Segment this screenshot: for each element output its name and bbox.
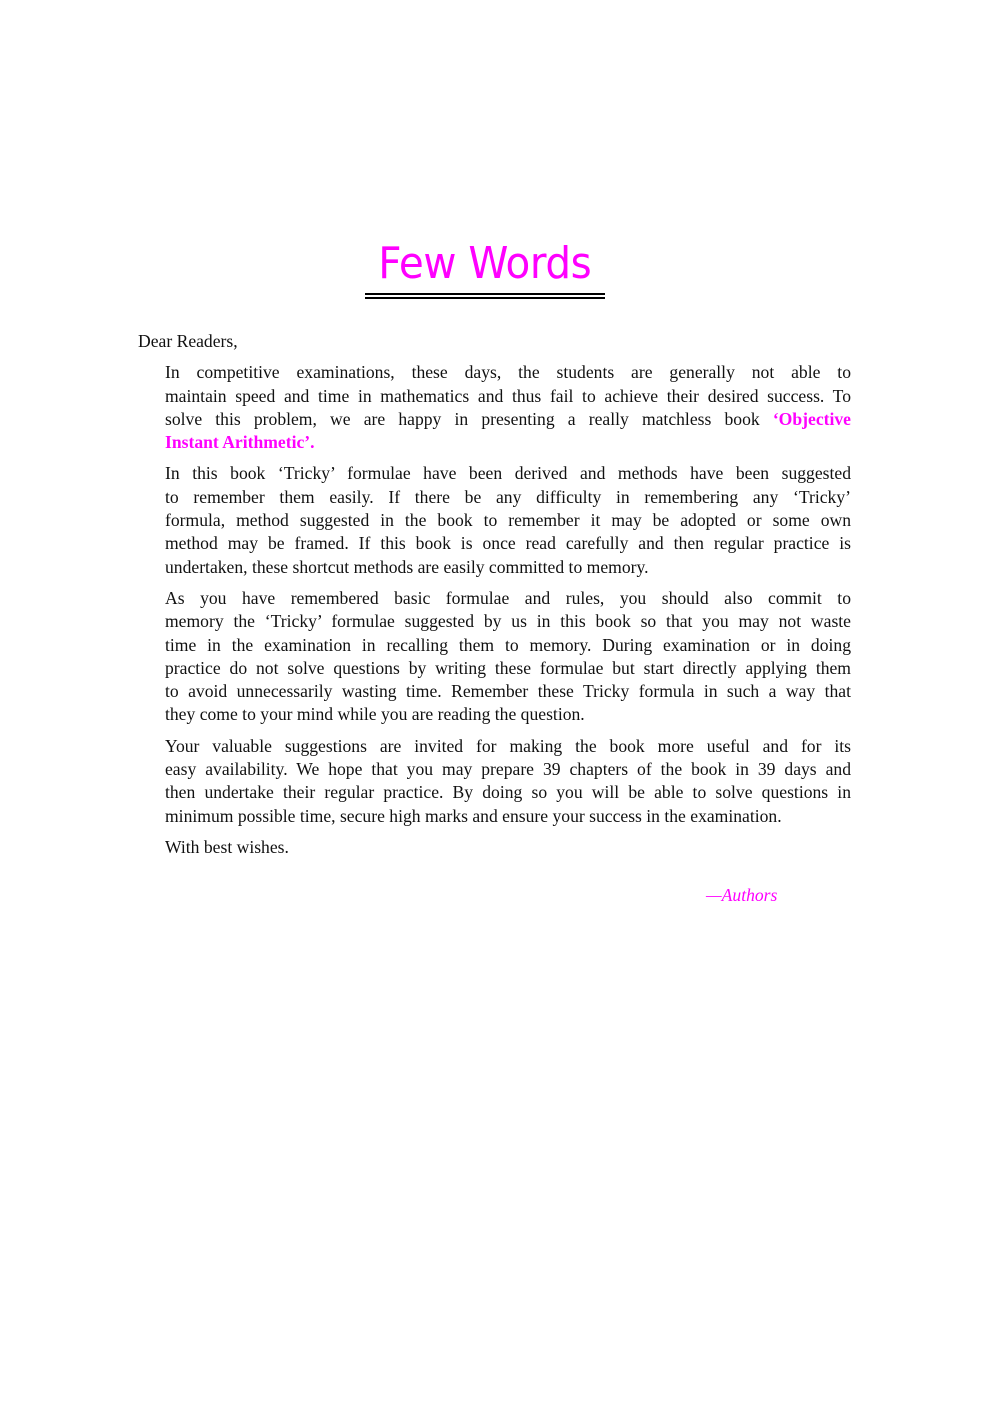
- paragraph-line: to avoid unnecessarily wasting time. Rem…: [165, 681, 851, 702]
- book-title-highlight: Instant Arithmetic’.: [165, 432, 315, 453]
- paragraph-line: In competitive examinations, these days,…: [165, 362, 851, 383]
- paragraph-1: In competitive examinations, these days,…: [138, 361, 851, 454]
- closing-text: With best wishes.: [165, 836, 289, 857]
- paragraph-4: Your valuable suggestions are invited fo…: [138, 735, 851, 828]
- signature: —Authors: [706, 885, 778, 905]
- title-underline-top: [365, 293, 605, 295]
- paragraph-line: maintain speed and time in mathematics a…: [165, 385, 851, 406]
- salutation: Dear Readers,: [138, 331, 238, 351]
- letter-body: Dear Readers, In competitive examination…: [138, 330, 851, 867]
- paragraph-line: solve this problem, we are happy in pres…: [138, 408, 851, 431]
- paragraph-line: method may be framed. If this book is on…: [165, 533, 851, 554]
- page-title: Few Words: [378, 238, 592, 289]
- page-title-container: Few Words: [365, 236, 605, 292]
- paragraph-line: practice do not solve questions by writi…: [165, 657, 851, 678]
- paragraph-line: As you have remembered basic formulae an…: [165, 587, 851, 608]
- paragraph-line: undertaken, these shortcut methods are e…: [165, 556, 649, 577]
- paragraph-line: time in the examination in recalling the…: [165, 634, 851, 655]
- paragraph-line: then undertake their regular practice. B…: [165, 782, 851, 803]
- paragraph-line: formula, method suggested in the book to…: [165, 510, 851, 531]
- paragraph-line: to remember them easily. If there be any…: [165, 486, 851, 507]
- paragraph-line: they come to your mind while you are rea…: [165, 704, 585, 725]
- paragraph-line: easy availability. We hope that you may …: [165, 759, 851, 780]
- paragraph-3: As you have remembered basic formulae an…: [138, 587, 851, 727]
- book-title-highlight: ‘Objective: [772, 408, 851, 429]
- title-underline-bottom: [365, 297, 605, 299]
- paragraph-line: memory the ‘Tricky’ formulae suggested b…: [165, 611, 851, 632]
- closing: With best wishes.: [138, 836, 851, 859]
- paragraph-line-text: solve this problem, we are happy in pres…: [165, 408, 760, 429]
- paragraph-line: Your valuable suggestions are invited fo…: [165, 735, 851, 756]
- paragraph-line: minimum possible time, secure high marks…: [165, 805, 782, 826]
- paragraph-line: In this book ‘Tricky’ formulae have been…: [165, 463, 851, 484]
- paragraph-2: In this book ‘Tricky’ formulae have been…: [138, 462, 851, 578]
